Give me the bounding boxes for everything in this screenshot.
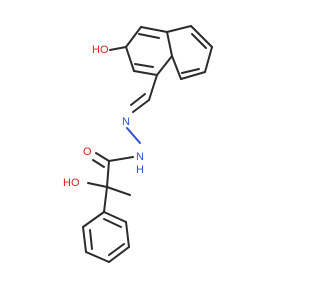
- bond: [130, 93, 146, 106]
- naphthol-hydroxyl-label: HO: [92, 44, 109, 56]
- bond: [140, 26, 168, 33]
- bond: [148, 74, 158, 101]
- hydrazide-nitrogen-label: N: [136, 151, 144, 163]
- bond: [132, 99, 150, 113]
- bond: [181, 68, 200, 74]
- bond: [133, 70, 158, 76]
- bond: [82, 226, 87, 253]
- bond: [108, 243, 125, 256]
- bond: [156, 55, 173, 76]
- bond: [92, 159, 105, 168]
- carbonyl-oxygen-label: O: [83, 146, 92, 158]
- bond: [87, 182, 108, 188]
- hydrazide-hydrogen-label: H: [136, 164, 144, 176]
- bond: [103, 218, 122, 228]
- bond: [103, 211, 127, 223]
- bond: [95, 152, 110, 162]
- bond: [85, 251, 110, 263]
- bond: [103, 186, 108, 213]
- chemical-structure-diagram: HO N N H O HO: [63, 25, 213, 263]
- bond: [180, 71, 206, 80]
- bond: [125, 221, 130, 248]
- bond: [190, 25, 213, 48]
- bond: [204, 46, 213, 73]
- bond: [171, 55, 182, 80]
- bond: [191, 33, 207, 49]
- bond: [166, 31, 173, 57]
- bond: [109, 46, 127, 51]
- methyl-bond: [106, 186, 131, 196]
- bond: [106, 160, 110, 188]
- naphthalene-ring: [125, 25, 213, 80]
- bond: [126, 127, 141, 144]
- bond: [125, 46, 135, 72]
- bond: [166, 25, 192, 33]
- bond: [134, 63, 154, 68]
- phenyl-ring: [82, 211, 130, 263]
- alpha-hydroxyl-label: HO: [63, 177, 80, 189]
- imine-nitrogen-label: N: [122, 116, 130, 128]
- bond: [138, 33, 160, 39]
- bond: [89, 229, 93, 250]
- bond: [82, 211, 105, 228]
- bond: [125, 26, 142, 48]
- bond: [108, 156, 134, 162]
- bond: [108, 246, 130, 263]
